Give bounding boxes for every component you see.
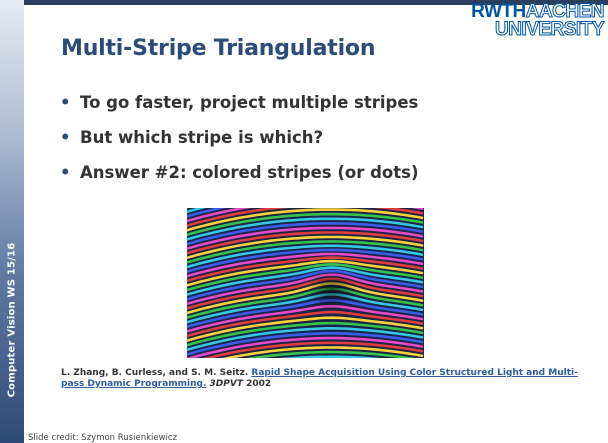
stripe <box>187 259 424 287</box>
logo-university-text: UNIVERSITY <box>494 19 605 40</box>
stripe <box>246 350 416 358</box>
stripe <box>187 212 424 237</box>
bullet-text: To go faster, project multiple stripes <box>80 93 419 112</box>
stripe <box>187 316 424 342</box>
sidebar: Computer Vision WS 15/16 <box>0 0 24 443</box>
stripe <box>187 332 424 356</box>
stripe <box>280 355 382 358</box>
stripe <box>187 217 424 241</box>
stripe <box>187 327 424 352</box>
logo-aachen-text: AACHEN <box>525 1 605 22</box>
stripes-figure <box>187 208 424 358</box>
stripe <box>187 244 424 269</box>
stripe <box>187 292 424 324</box>
stripe <box>222 346 424 358</box>
logo-line-1: RWTHAACHEN <box>471 1 605 22</box>
stripe <box>187 235 424 260</box>
stripe <box>187 269 424 301</box>
bullet-item: • Answer #2: colored stripes (or dots) <box>60 161 419 185</box>
logo-rwth-text: RWTH <box>471 1 526 22</box>
slide-credit: Slide credit: Szymon Rusienkiewicz <box>28 433 178 443</box>
stripe <box>187 221 424 246</box>
citation-year: 2002 <box>246 379 272 389</box>
bullet-item: • To go faster, project multiple stripes <box>60 91 419 115</box>
stripe <box>187 208 424 232</box>
stripe <box>187 226 424 250</box>
bullet-dot-icon: • <box>60 128 71 147</box>
citation: L. Zhang, B. Curless, and S. M. Seitz. R… <box>61 368 591 390</box>
bullet-dot-icon: • <box>60 93 71 112</box>
rwth-logo: RWTHAACHEN UNIVERSITY <box>471 2 605 42</box>
stripe <box>187 208 424 227</box>
bullet-item: • But which stripe is which? <box>60 126 419 150</box>
stripe <box>187 282 424 315</box>
stripe <box>187 248 424 273</box>
stripe <box>187 277 424 310</box>
stripe <box>187 208 424 223</box>
top-bar <box>0 0 608 5</box>
bullet-dot-icon: • <box>60 163 71 182</box>
citation-venue: 3DPVT <box>209 379 243 389</box>
stripe <box>187 231 424 255</box>
stripe <box>187 304 424 333</box>
bullet-list: • To go faster, project multiple stripes… <box>60 91 419 196</box>
stripe <box>187 336 424 358</box>
stripe <box>187 321 424 347</box>
stripe <box>187 298 424 329</box>
paper-link[interactable]: Rapid Shape Acquisition Using Color Stru… <box>61 368 578 389</box>
stripe <box>187 263 424 292</box>
citation-authors: L. Zhang, B. Curless, and S. M. Seitz. <box>61 368 249 378</box>
stripe <box>187 273 424 306</box>
stripe <box>187 252 424 278</box>
stripe <box>187 240 424 264</box>
stripe <box>187 310 424 338</box>
bullet-text: Answer #2: colored stripes (or dots) <box>80 163 419 182</box>
colored-stripes-image <box>187 208 424 358</box>
stripe <box>187 266 424 296</box>
bullet-text: But which stripe is which? <box>80 128 324 147</box>
course-label: Computer Vision WS 15/16 <box>6 242 18 398</box>
stripe <box>187 256 424 283</box>
stripe <box>187 287 424 319</box>
stripe <box>202 341 424 358</box>
slide-title: Multi-Stripe Triangulation <box>61 36 376 61</box>
